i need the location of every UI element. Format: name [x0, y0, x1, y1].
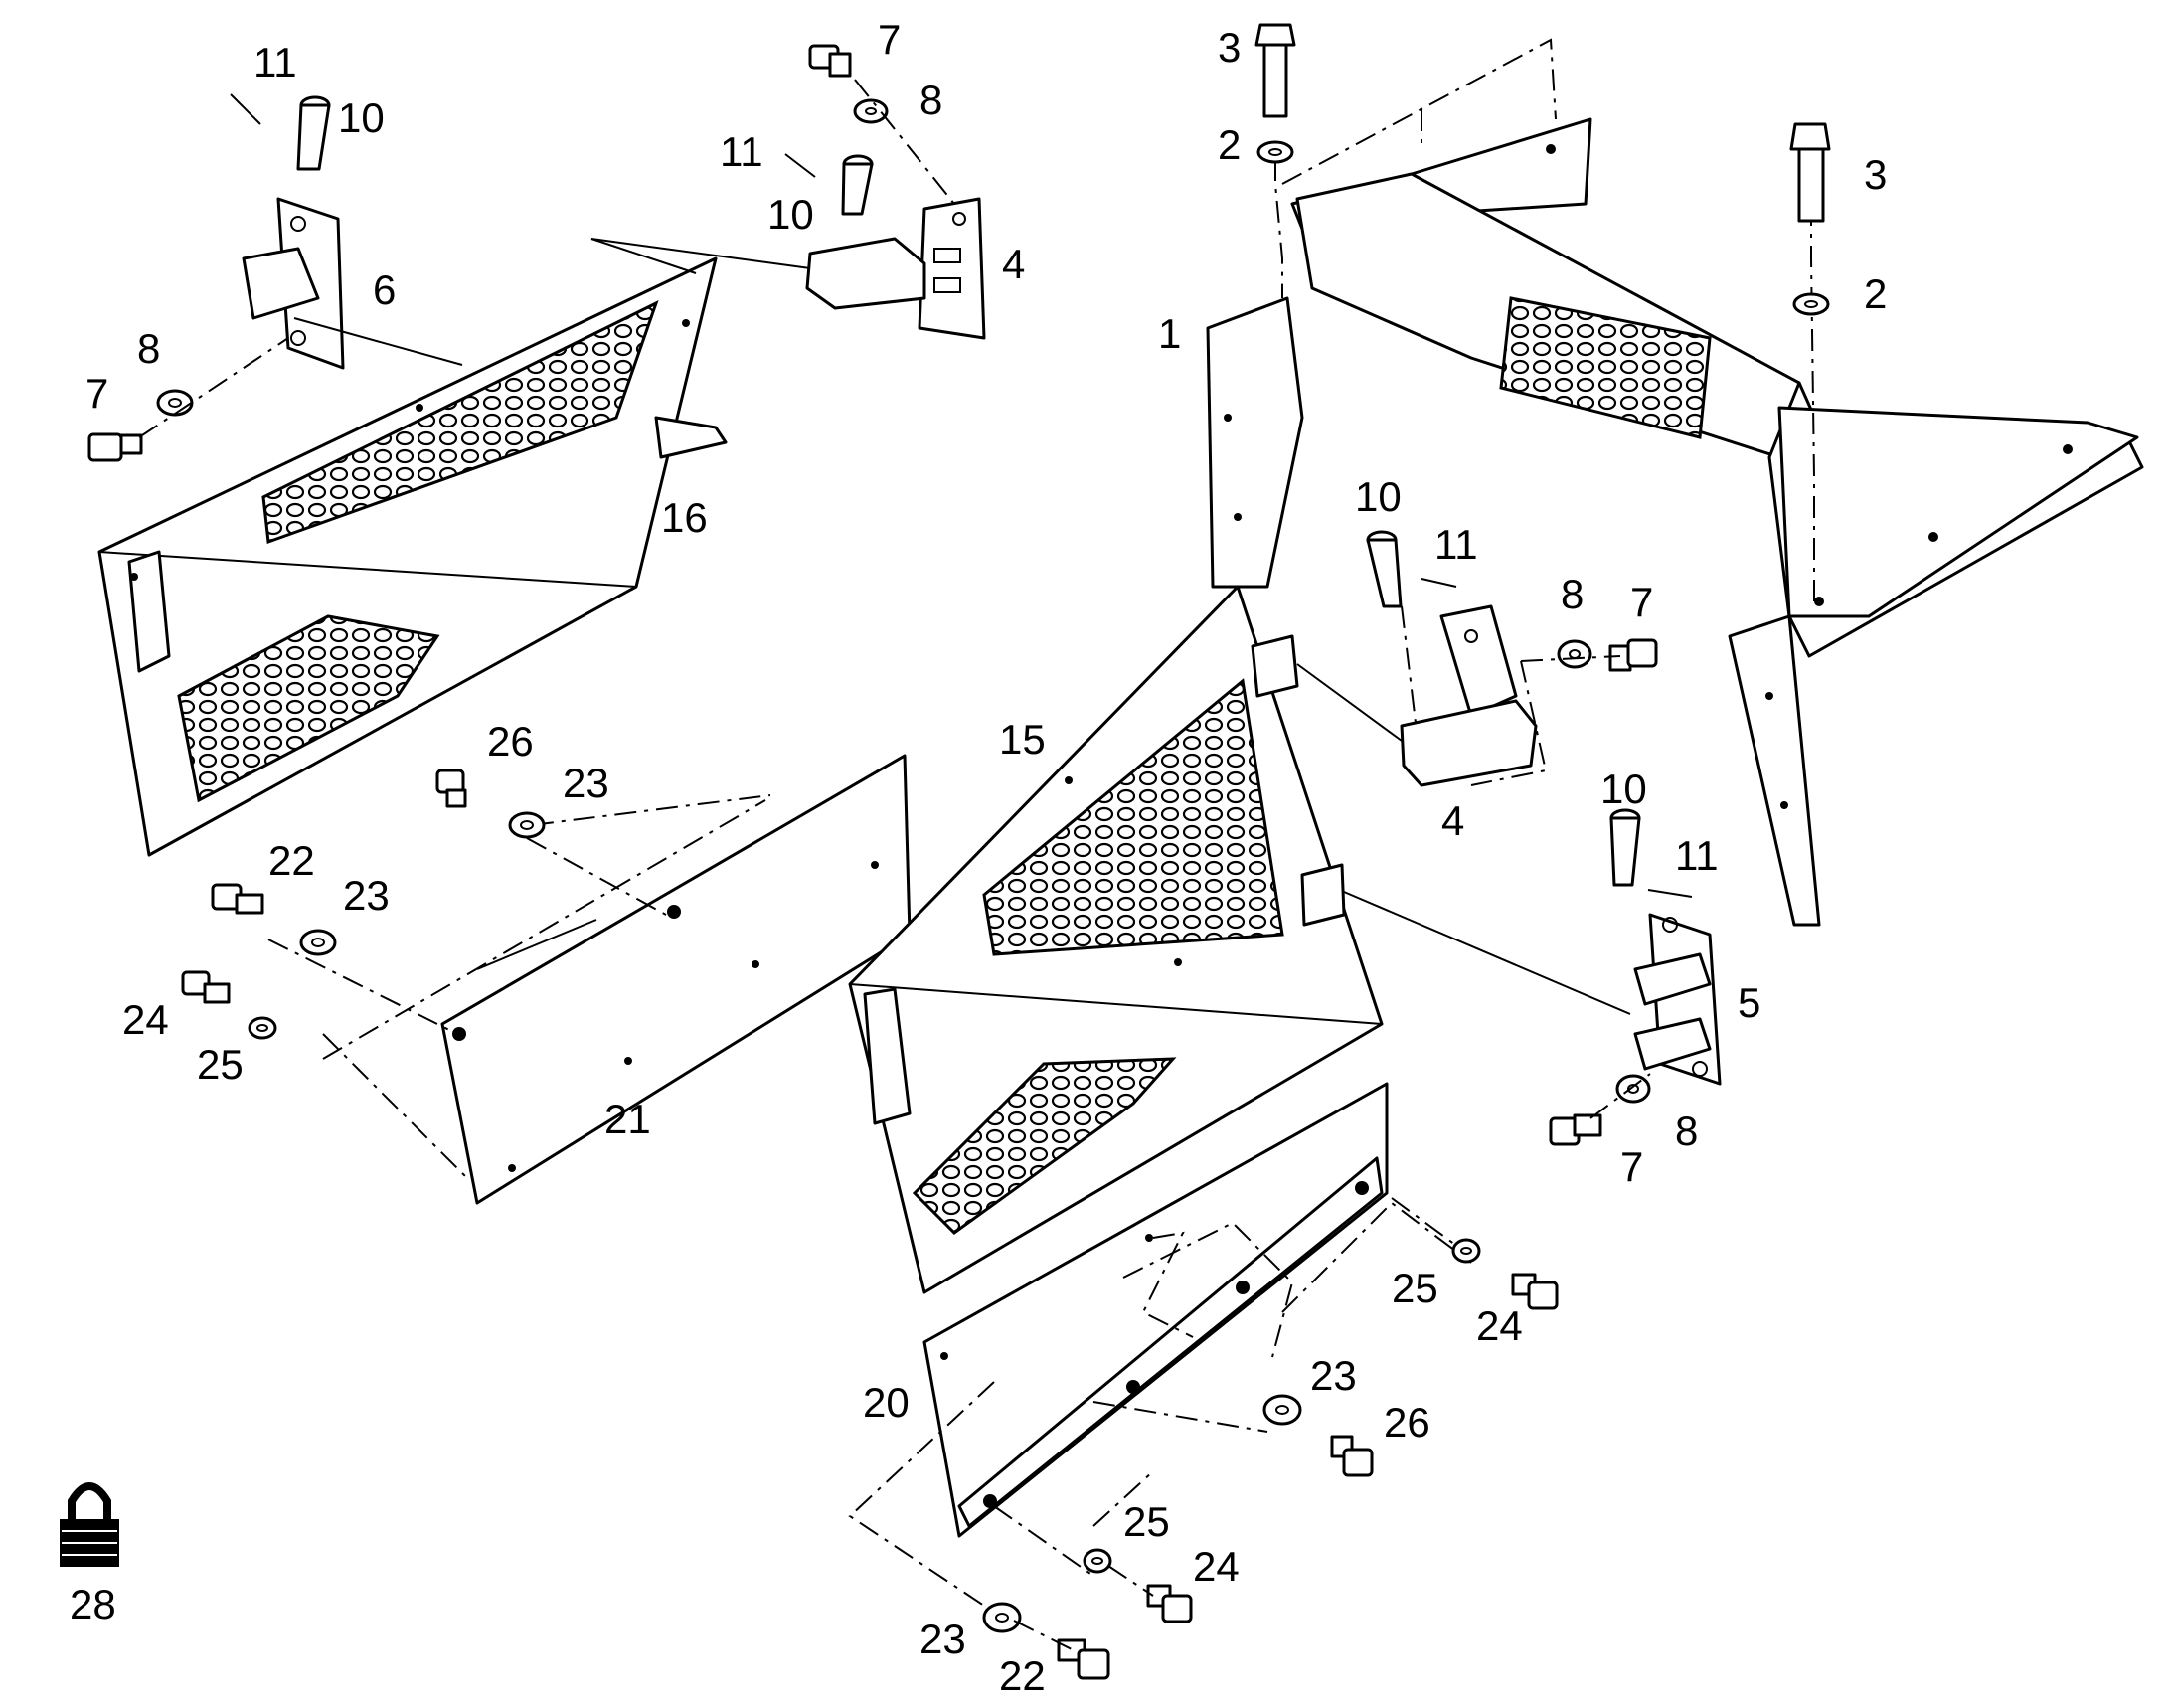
callout-23-right-a: 23	[1310, 1352, 1357, 1399]
padlock-icon	[60, 1482, 119, 1567]
callout-10-left: 10	[338, 94, 385, 141]
callout-8-left: 8	[137, 325, 160, 372]
callout-26-left: 26	[487, 718, 534, 765]
callout-24-right-a: 24	[1476, 1302, 1523, 1349]
bolt-24-left-icon	[181, 970, 231, 1004]
pin-10-middle-icon	[1366, 530, 1403, 608]
callout-22-right: 22	[999, 1652, 1046, 1699]
callout-23-left-b: 23	[343, 872, 390, 919]
callout-7-left: 7	[85, 370, 108, 417]
bolt-7-upper-icon	[808, 44, 852, 78]
pin-10-upper-icon	[841, 154, 874, 216]
callout-25-right-a: 25	[1392, 1265, 1438, 1311]
callout-1: 1	[1158, 310, 1181, 357]
bolt-26-left-icon	[435, 769, 467, 808]
pin-10-right-icon	[1609, 808, 1641, 887]
left-door-panel	[97, 256, 728, 857]
washer-8-left-icon	[156, 389, 194, 417]
washer-25-left-icon	[248, 1016, 277, 1040]
washer-2-right-icon	[1792, 292, 1830, 316]
callout-7-upper: 7	[878, 16, 901, 63]
washer-25-right-b-icon	[1083, 1548, 1112, 1574]
callout-2-upper: 2	[1218, 121, 1241, 168]
hinge-6-icon	[242, 197, 345, 370]
bolt-24-right-b-icon	[1146, 1584, 1193, 1623]
kick-plate-20	[922, 1082, 1389, 1538]
callout-21: 21	[604, 1096, 651, 1142]
washer-23-left-b-icon	[299, 929, 337, 956]
washer-23-left-a-icon	[508, 811, 546, 839]
callout-24-left: 24	[122, 996, 169, 1043]
bolt-26-right-icon	[1330, 1435, 1374, 1477]
callout-11-middle: 11	[1434, 521, 1478, 568]
pin-10-left-icon	[296, 95, 331, 171]
callout-labels: 1 2 2 3 3 4 4 5 6 7 7 7 7 8 8 8 8 10 10 …	[70, 16, 1887, 1699]
callout-23-right-b: 23	[919, 1616, 966, 1662]
right-door-panel	[848, 585, 1384, 1294]
callout-22-left: 22	[268, 837, 315, 884]
bolt-3-upper-icon	[1254, 23, 1296, 118]
callout-4-lower: 4	[1441, 797, 1464, 844]
washer-25-right-a-icon	[1451, 1238, 1481, 1264]
washer-23-right-a-icon	[1262, 1394, 1302, 1426]
callout-4-upper: 4	[1002, 241, 1025, 287]
callout-16: 16	[661, 494, 708, 541]
callout-10-middle: 10	[1355, 473, 1402, 520]
callout-26-right: 26	[1384, 1399, 1430, 1446]
callout-10-right: 10	[1600, 766, 1647, 812]
callout-8-right: 8	[1675, 1108, 1698, 1154]
callout-5: 5	[1738, 979, 1760, 1026]
callout-11-left: 11	[253, 39, 297, 85]
hinge-4-lower-icon	[1400, 604, 1538, 787]
bolt-24-right-a-icon	[1511, 1273, 1559, 1310]
callout-25-left: 25	[197, 1041, 244, 1088]
callout-3-right: 3	[1864, 151, 1887, 198]
cotter-11-left-icon	[230, 93, 261, 125]
washer-23-right-b-icon	[982, 1602, 1022, 1633]
cotter-11-upper-icon	[784, 153, 816, 178]
cotter-11-middle-icon	[1421, 578, 1457, 588]
callout-7-middle: 7	[1630, 579, 1653, 625]
callout-2-right: 2	[1864, 270, 1887, 317]
callout-8-upper: 8	[919, 77, 942, 123]
bolt-3-right-icon	[1789, 122, 1831, 223]
bolt-7-right-icon	[1549, 1113, 1602, 1146]
callout-28: 28	[70, 1581, 116, 1627]
hinge-4-upper-icon	[805, 197, 986, 340]
bolt-7-left-icon	[87, 432, 143, 462]
hinge-5-icon	[1633, 913, 1722, 1086]
main-frame	[1206, 117, 2144, 927]
callout-8-middle: 8	[1561, 571, 1584, 617]
callout-20: 20	[863, 1379, 910, 1426]
washer-2-upper-icon	[1256, 140, 1294, 164]
washer-8-upper-icon	[853, 98, 889, 124]
callout-6: 6	[373, 266, 396, 313]
callout-15: 15	[999, 716, 1046, 763]
callout-3-upper: 3	[1218, 24, 1241, 71]
cotter-11-right-icon	[1647, 889, 1693, 898]
callout-11-upper: 11	[720, 128, 763, 175]
callout-11-right: 11	[1675, 832, 1719, 879]
callout-23-left-a: 23	[563, 760, 609, 806]
washer-8-right-icon	[1615, 1074, 1651, 1104]
callout-24-right-b: 24	[1193, 1543, 1240, 1590]
bolt-7-middle-icon	[1608, 638, 1658, 672]
callout-7-right: 7	[1620, 1143, 1643, 1190]
washer-8-middle-icon	[1557, 639, 1592, 669]
callout-25-right-b: 25	[1123, 1498, 1170, 1545]
bolt-22-left-icon	[211, 883, 264, 915]
callout-10-upper: 10	[767, 191, 814, 238]
